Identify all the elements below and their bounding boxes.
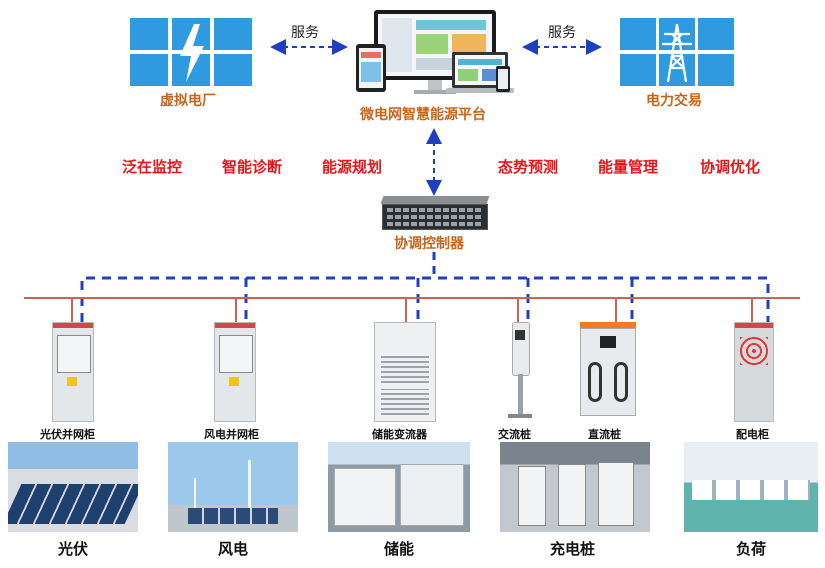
function-label: 协调优化 bbox=[700, 158, 761, 176]
storage-photo bbox=[328, 442, 470, 532]
category-label: 风电 bbox=[218, 540, 249, 558]
bus-drops bbox=[71, 298, 753, 322]
controller-rack-icon bbox=[380, 196, 490, 230]
load-photo bbox=[684, 442, 818, 532]
device-label: 直流桩 bbox=[588, 428, 621, 441]
function-label: 能源规划 bbox=[322, 158, 383, 176]
category-label: 充电桩 bbox=[550, 540, 596, 558]
power-trading-block bbox=[620, 18, 734, 88]
category-label: 光伏 bbox=[58, 540, 89, 558]
wind-photo bbox=[168, 442, 298, 532]
lightning-icon bbox=[180, 24, 204, 82]
category-label: 负荷 bbox=[736, 540, 767, 558]
function-label: 泛在监控 bbox=[122, 158, 183, 176]
service-label-left: 服务 bbox=[291, 25, 319, 41]
function-label: 智能诊断 bbox=[222, 158, 283, 176]
device-label: 风电并网柜 bbox=[204, 428, 259, 441]
ac-charger bbox=[504, 322, 534, 420]
distribution-cabinet bbox=[734, 322, 774, 422]
dc-charger bbox=[580, 322, 636, 420]
controller-label: 协调控制器 bbox=[394, 236, 464, 252]
wind-grid-cabinet bbox=[214, 322, 256, 422]
communication-network bbox=[80, 276, 770, 322]
pv-photo bbox=[8, 442, 138, 532]
device-label: 光伏并网柜 bbox=[40, 428, 95, 441]
pv-grid-cabinet bbox=[52, 322, 94, 422]
function-label: 态势预测 bbox=[498, 158, 559, 176]
device-label: 配电柜 bbox=[736, 428, 769, 441]
device-label: 储能变流器 bbox=[372, 428, 427, 441]
service-label-right: 服务 bbox=[548, 25, 576, 41]
monitor-devices-icon bbox=[356, 10, 514, 102]
virtual-plant-label: 虚拟电厂 bbox=[160, 93, 216, 109]
device-label: 交流桩 bbox=[498, 428, 531, 441]
storage-converter bbox=[374, 322, 436, 422]
charger-photo bbox=[500, 442, 650, 532]
power-tower-icon bbox=[662, 23, 692, 83]
power-trading-label: 电力交易 bbox=[646, 93, 702, 109]
platform-label: 微电网智慧能源平台 bbox=[360, 107, 486, 123]
virtual-plant-block bbox=[130, 18, 252, 88]
category-label: 储能 bbox=[384, 540, 415, 558]
function-label: 能量管理 bbox=[598, 158, 659, 176]
